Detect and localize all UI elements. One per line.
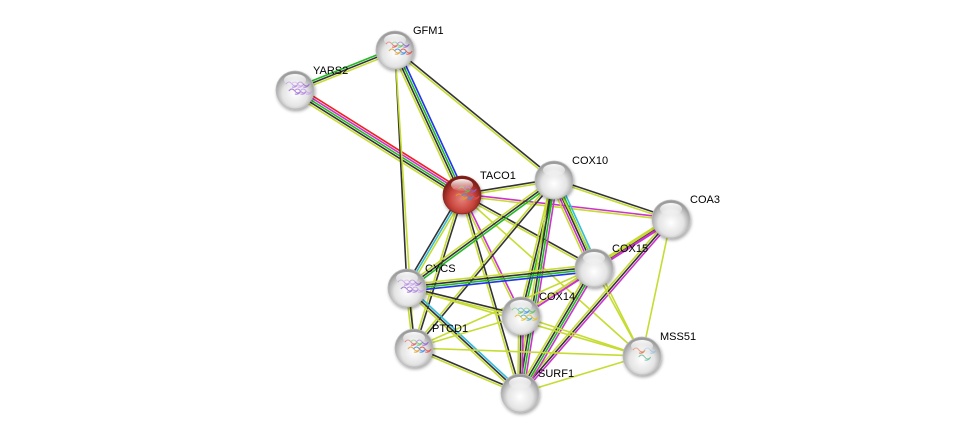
edge-ptcd1-mss51[interactable] — [413, 347, 643, 357]
node-highlight — [543, 164, 565, 176]
node-ptcd1[interactable]: PTCD1 — [394, 323, 468, 368]
edge-taco1-ptcd1[interactable] — [412, 194, 464, 349]
edge-line-textmining — [641, 218, 672, 357]
edge-line-textmining — [519, 355, 643, 394]
edge-line-cooccurrence — [397, 48, 466, 194]
edge-line-textmining — [460, 195, 520, 394]
edge-line-textmining — [461, 195, 594, 270]
edge-taco1-surf1[interactable] — [460, 194, 522, 394]
edge-line-coexpression — [414, 195, 464, 349]
edge-line-coexpression — [406, 179, 555, 289]
edge-taco1-cox15[interactable] — [461, 193, 595, 270]
edge-line-textmining — [393, 50, 554, 182]
edge-line-coexpression — [518, 267, 594, 393]
node-highlight — [403, 332, 425, 344]
node-taco1[interactable]: TACO1 — [442, 170, 516, 215]
edge-cox10-cycs[interactable] — [405, 177, 556, 291]
edge-line-textmining — [404, 289, 520, 396]
edge-coa3-surf1[interactable] — [517, 217, 674, 395]
edge-line-neighborhood — [294, 89, 463, 196]
node-cox10[interactable]: COX10 — [534, 155, 608, 200]
node-label: COX15 — [612, 243, 648, 255]
edge-line-database — [407, 285, 523, 392]
node-highlight — [583, 252, 605, 264]
edge-line-neighborhood — [407, 268, 595, 290]
edge-gfm1-cox10[interactable] — [393, 48, 556, 182]
edge-line-coexpression — [462, 194, 522, 393]
edge-line-neighborhood — [520, 180, 556, 394]
edge-line-cooccurrence — [407, 270, 595, 293]
edge-line-coexpression — [395, 48, 556, 180]
edge-cox10-coa3[interactable] — [553, 178, 672, 221]
node-highlight — [284, 74, 306, 86]
edge-line-coexpression — [406, 287, 521, 394]
node-label: COA3 — [690, 194, 720, 206]
node-label: CYCS — [425, 263, 456, 275]
edge-line-experiments — [521, 219, 674, 395]
edge-cox15-cycs[interactable] — [406, 263, 595, 293]
node-coa3[interactable]: COA3 — [651, 194, 720, 239]
node-cox15[interactable]: COX15 — [574, 243, 648, 288]
edge-line-coexpression — [293, 91, 462, 198]
edge-line-textmining — [405, 177, 554, 287]
node-yars2[interactable]: YARS2 — [275, 65, 348, 110]
edge-line-textmining — [292, 93, 461, 200]
node-label: COX14 — [539, 291, 575, 303]
edge-line-neighborhood — [407, 181, 556, 291]
edge-line-coexpression — [393, 50, 462, 196]
node-label: SURF1 — [538, 368, 574, 380]
edge-surf1-mss51[interactable] — [519, 355, 643, 394]
edge-line-coexpression — [406, 266, 594, 288]
node-label: YARS2 — [313, 65, 348, 77]
node-label: COX10 — [572, 155, 608, 167]
node-highlight — [510, 300, 532, 312]
node-label: TACO1 — [480, 170, 516, 182]
node-highlight — [396, 272, 418, 284]
node-gfm1[interactable]: GFM1 — [375, 25, 444, 70]
edge-line-textmining — [516, 265, 592, 392]
edge-cycs-surf1[interactable] — [404, 285, 523, 396]
node-highlight — [631, 340, 653, 352]
edge-line-textmining — [460, 195, 521, 317]
edge-line-coexpression — [519, 218, 672, 394]
edge-line-coexpression — [407, 286, 522, 316]
edge-line-neighborhood — [395, 49, 464, 195]
node-highlight — [451, 179, 473, 191]
edge-line-textmining — [413, 347, 643, 357]
edge-line-textmining — [553, 180, 671, 221]
edge-line-experiments — [522, 180, 559, 394]
edge-line-textmining — [520, 315, 643, 357]
node-surf1[interactable]: SURF1 — [500, 368, 574, 413]
edge-gfm1-taco1[interactable] — [391, 48, 466, 197]
edge-line-textmining — [412, 194, 462, 348]
node-cycs[interactable]: CYCS — [387, 263, 456, 308]
edge-line-coexpression — [518, 179, 554, 393]
node-label: PTCD1 — [432, 323, 468, 335]
edge-coa3-mss51[interactable] — [641, 218, 672, 357]
node-label: GFM1 — [413, 25, 444, 37]
edge-line-fusion — [296, 85, 465, 192]
node-highlight — [660, 203, 682, 215]
node-label: MSS51 — [660, 331, 696, 343]
edge-yars2-taco1[interactable] — [292, 85, 465, 200]
edge-line-experiments — [295, 87, 464, 194]
edge-layer — [292, 47, 674, 396]
edge-line-coexpression — [554, 178, 672, 219]
node-mss51[interactable]: MSS51 — [622, 331, 696, 376]
edge-line-textmining — [406, 263, 594, 286]
edge-line-coexpression — [462, 193, 595, 268]
node-highlight — [384, 34, 406, 46]
node-cox14[interactable]: COX14 — [501, 291, 575, 336]
edge-line-textmining — [391, 51, 460, 197]
edge-cox14-mss51[interactable] — [520, 315, 643, 357]
node-highlight — [509, 377, 531, 389]
edge-line-textmining — [517, 217, 670, 393]
